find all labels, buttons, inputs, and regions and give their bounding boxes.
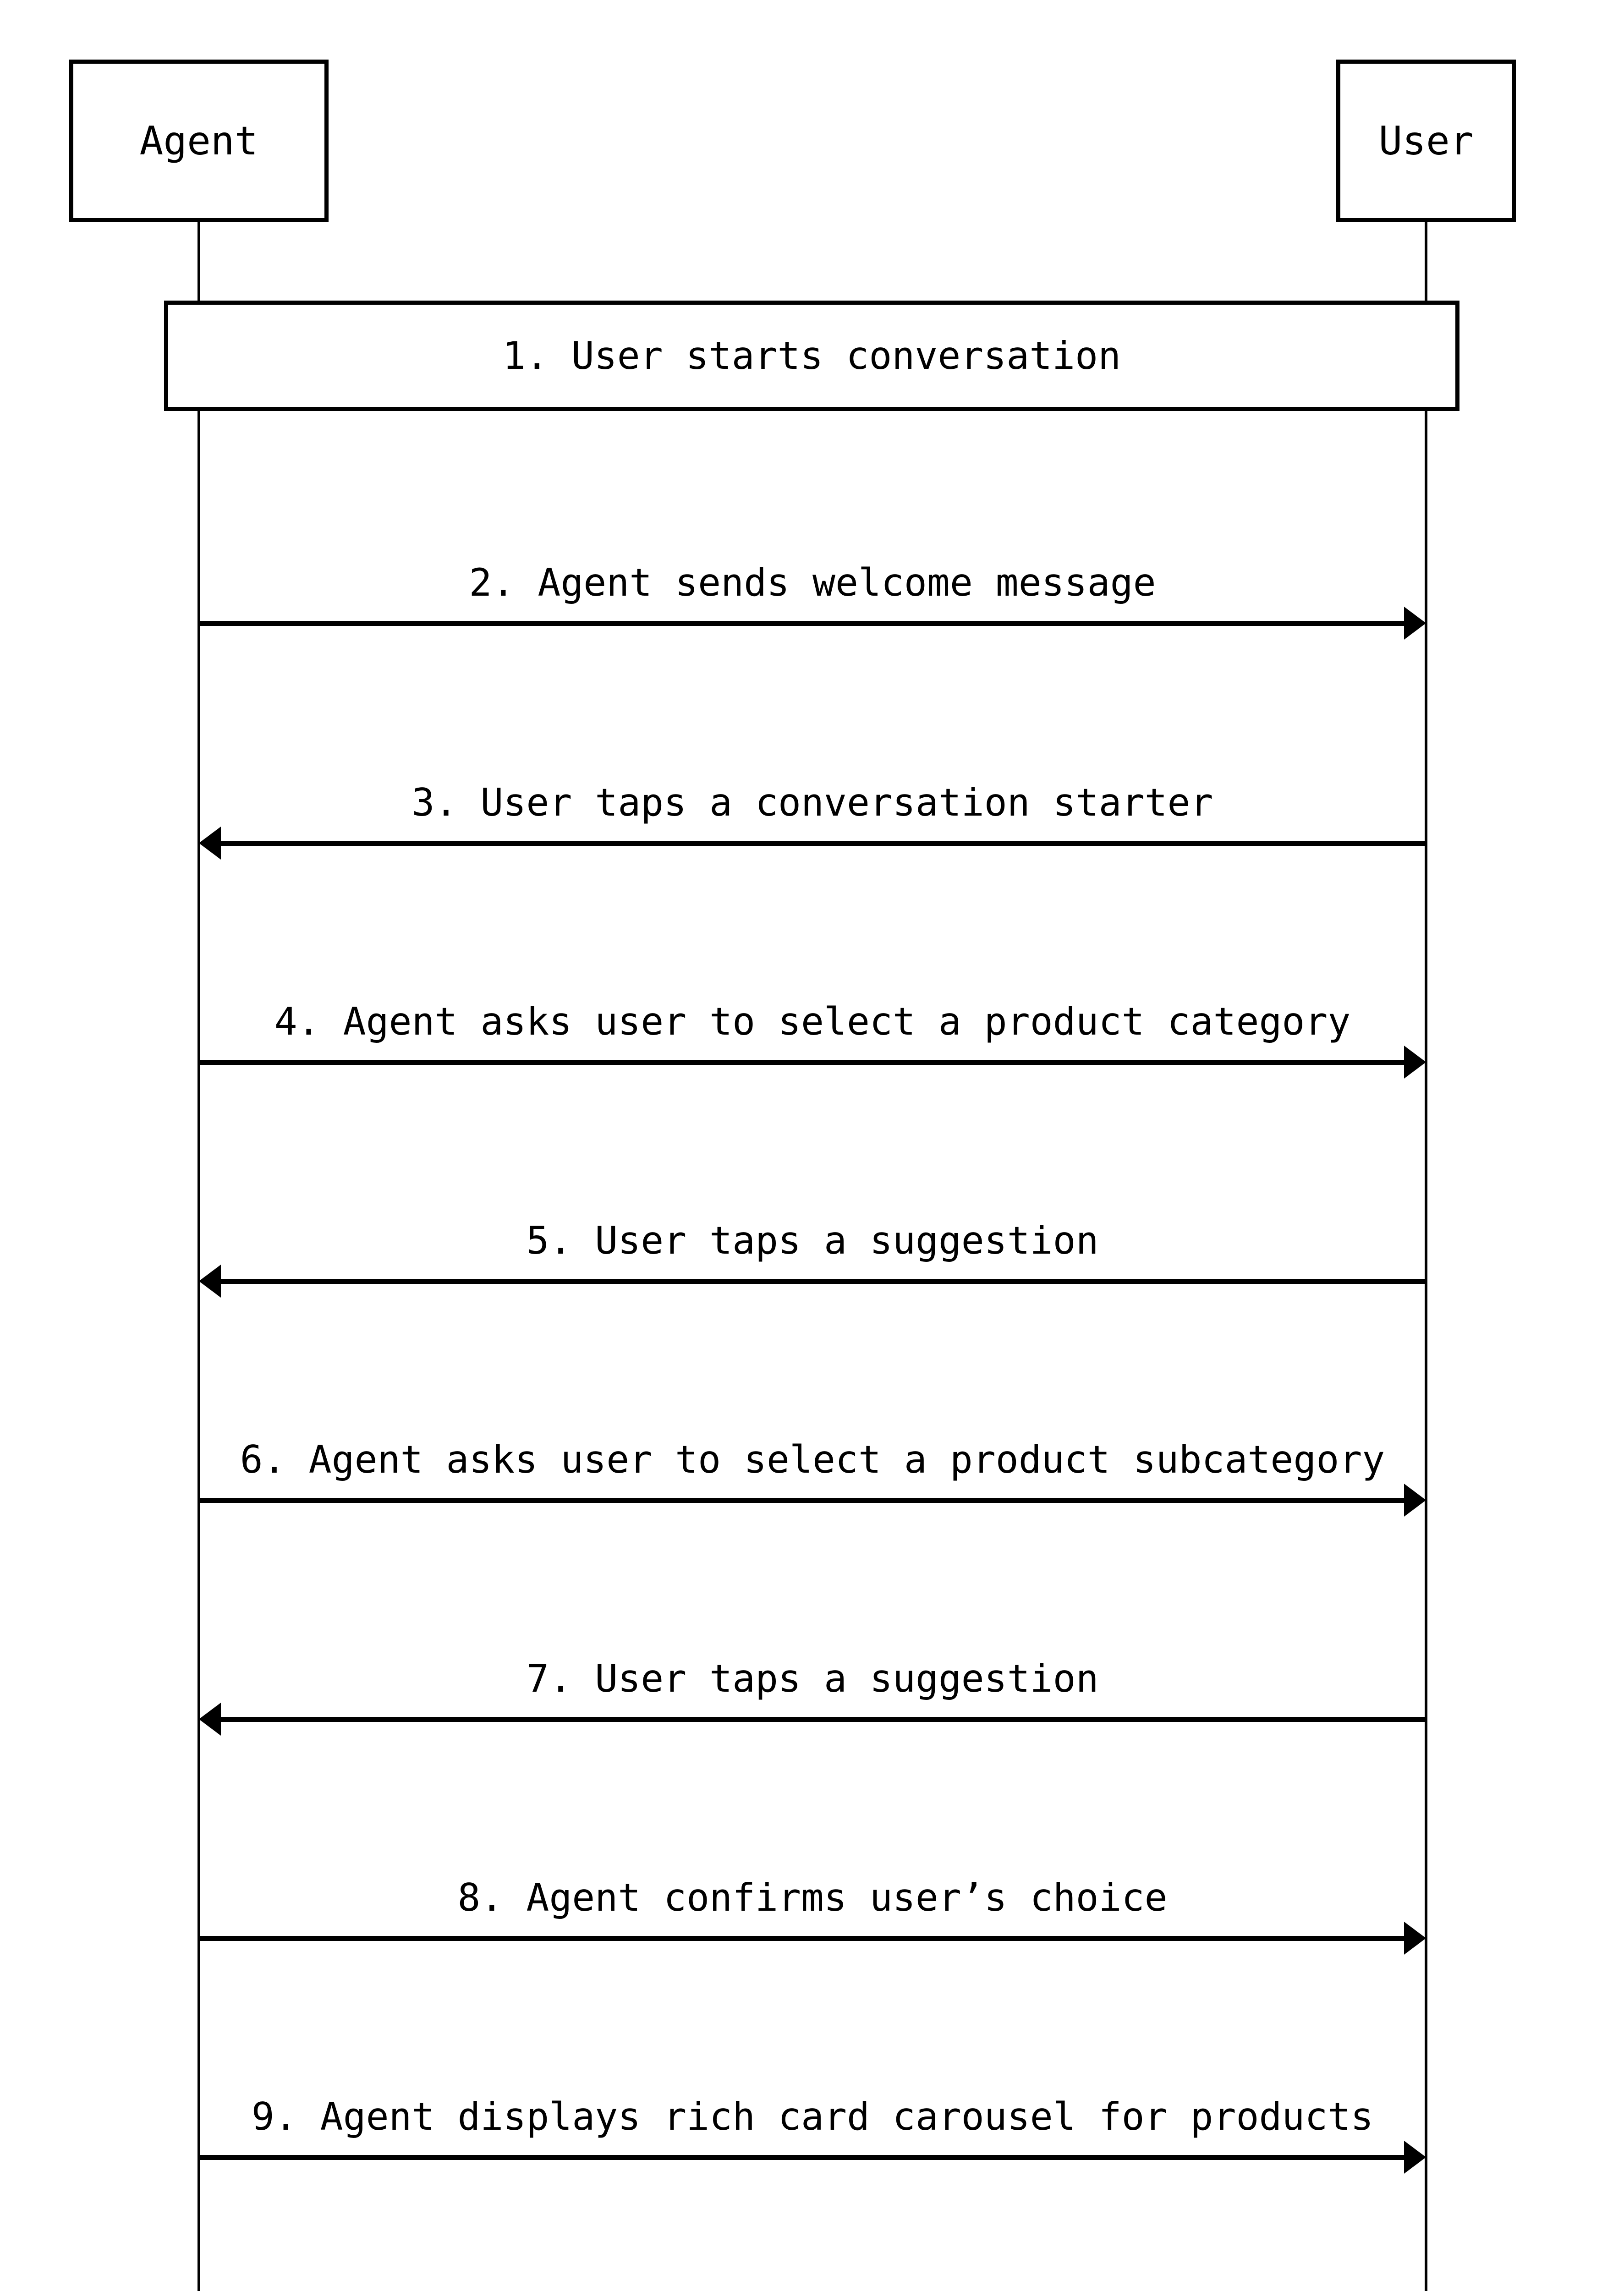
message-label-5: 5. User taps a suggestion bbox=[526, 1217, 1098, 1265]
message-arrowhead-3 bbox=[199, 827, 221, 860]
message-arrowhead-9 bbox=[1404, 2141, 1426, 2174]
message-label-3: 3. User taps a conversation starter bbox=[412, 778, 1213, 827]
message-arrowhead-5 bbox=[199, 1265, 221, 1298]
message-label-9: 9. Agent displays rich card carousel for… bbox=[252, 2093, 1374, 2141]
message-label-8: 8. Agent confirms user’s choice bbox=[457, 1874, 1167, 1922]
message-line-3 bbox=[221, 840, 1426, 846]
message-line-2 bbox=[199, 620, 1404, 626]
message-note-1[interactable]: 1. User starts conversation bbox=[164, 301, 1459, 411]
message-line-4 bbox=[199, 1059, 1404, 1065]
message-arrowhead-7 bbox=[199, 1703, 221, 1736]
message-label-7: 7. User taps a suggestion bbox=[526, 1655, 1098, 1703]
header-participant-label-user: User bbox=[1378, 118, 1474, 164]
message-label-6: 6. Agent asks user to select a product s… bbox=[240, 1436, 1385, 1484]
header-participant-box-user[interactable]: User bbox=[1336, 60, 1516, 222]
message-label-line-7-1: 7. User taps a suggestion bbox=[526, 1656, 1099, 1701]
lifeline-agent bbox=[198, 222, 200, 2291]
message-note-label-1: 1. User starts conversation bbox=[502, 333, 1121, 378]
message-label-line-3-1: 3. User taps a conversation starter bbox=[411, 780, 1213, 825]
header-participant-label-agent: Agent bbox=[139, 118, 258, 164]
message-arrowhead-8 bbox=[1404, 1922, 1426, 1955]
message-label-line-8-1: 8. Agent confirms user’s choice bbox=[457, 1875, 1168, 1920]
message-line-9 bbox=[199, 2154, 1404, 2160]
message-label-line-4-1: 4. Agent asks user to select a product c… bbox=[274, 999, 1351, 1044]
message-line-6 bbox=[199, 1497, 1404, 1503]
message-arrowhead-4 bbox=[1404, 1046, 1426, 1079]
message-label-line-2-1: 2. Agent sends welcome message bbox=[469, 560, 1156, 605]
message-line-8 bbox=[199, 1935, 1404, 1941]
message-line-5 bbox=[221, 1278, 1426, 1284]
message-label-line-6-1: 6. Agent asks user to select a product s… bbox=[240, 1437, 1385, 1482]
message-arrowhead-6 bbox=[1404, 1484, 1426, 1517]
lifeline-user bbox=[1425, 222, 1427, 2291]
message-label-2: 2. Agent sends welcome message bbox=[469, 559, 1156, 607]
message-label-line-5-1: 5. User taps a suggestion bbox=[526, 1218, 1099, 1263]
message-line-7 bbox=[221, 1716, 1426, 1722]
message-label-line-9-1: 9. Agent displays rich card carousel for… bbox=[251, 2094, 1374, 2139]
message-label-4: 4. Agent asks user to select a product c… bbox=[274, 998, 1351, 1046]
message-arrowhead-2 bbox=[1404, 607, 1426, 640]
header-participant-box-agent[interactable]: Agent bbox=[69, 60, 329, 222]
